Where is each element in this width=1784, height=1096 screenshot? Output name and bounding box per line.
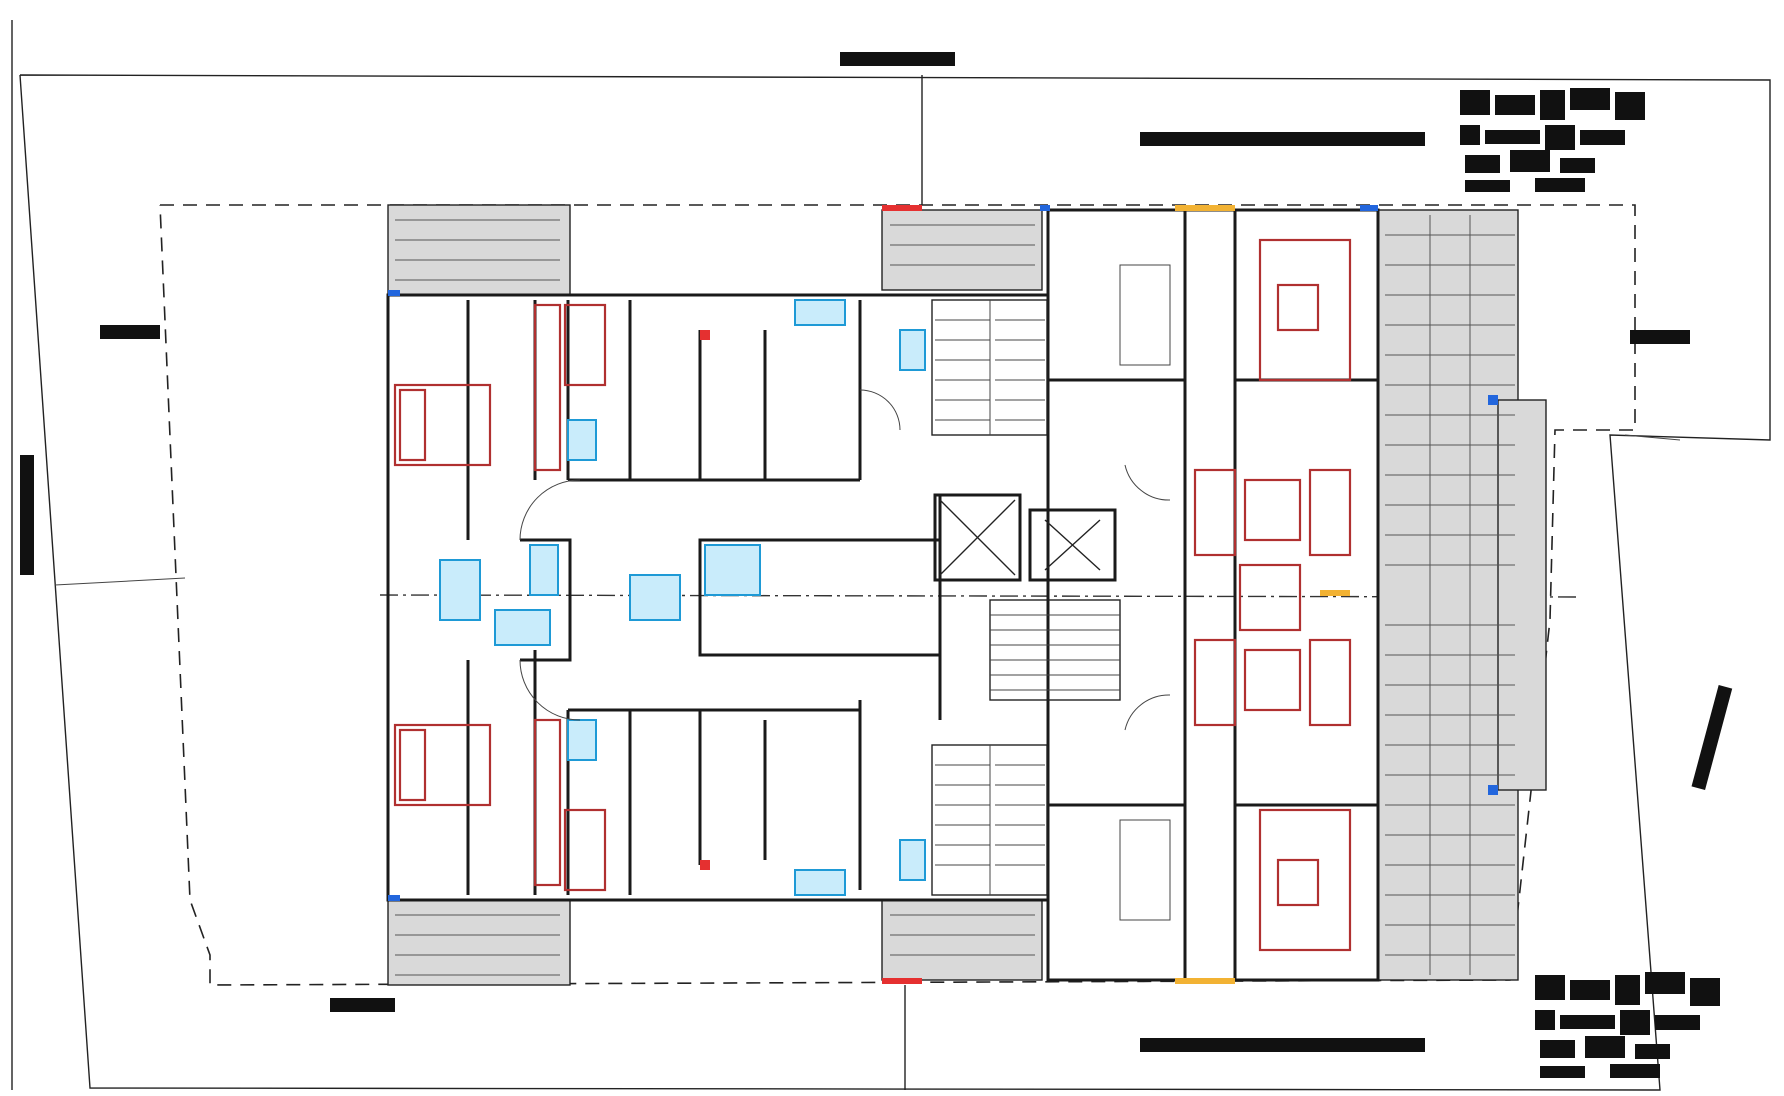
stamp-block-bottom (1535, 972, 1720, 1078)
dining-table-icon (1119, 264, 1171, 921)
fixture-icons (439, 299, 926, 896)
dimension-marks (20, 52, 1733, 1052)
sofa-icon (1193, 238, 1352, 952)
stair-icon (931, 299, 1121, 896)
setback-line (159, 204, 1636, 986)
balcony-right-outer (1497, 399, 1547, 791)
axis-left-tie (54, 577, 186, 586)
opening-accents (388, 205, 1498, 984)
balcony-top-mid (881, 209, 1043, 291)
bed-icon (393, 303, 607, 892)
balcony-top-left (387, 204, 571, 296)
axis-right-tie (1624, 434, 1681, 441)
balcony-right-strip (1377, 209, 1519, 981)
plot-boundary (19, 74, 1771, 1091)
balcony-bottom-left (387, 899, 571, 986)
balcony-hatch-icon (395, 215, 1515, 976)
door-swings (519, 389, 1171, 731)
balcony-bottom-mid (881, 899, 1043, 981)
elevator-icon (933, 493, 1117, 582)
stamp-block-top (1460, 88, 1645, 192)
